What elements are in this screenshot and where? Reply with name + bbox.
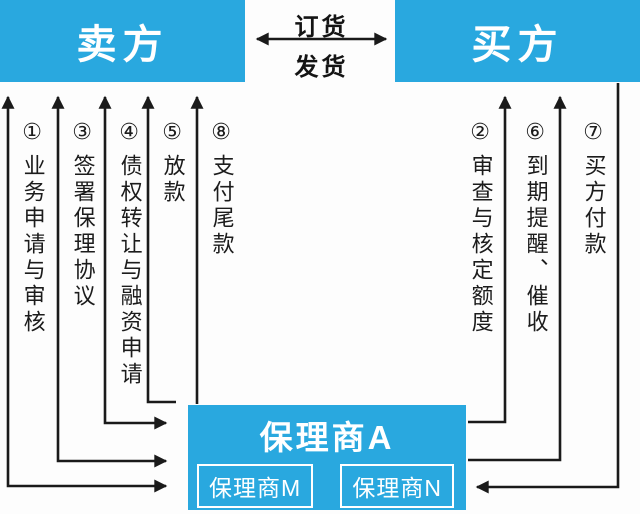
flow-text: 支付尾款 [209, 154, 235, 258]
factor-m-box: 保理商M [197, 464, 314, 508]
factor-n-box: 保理商N [340, 464, 454, 508]
flow-text: 债权转让与融资申请 [117, 154, 143, 388]
seller-label: 卖方 [76, 23, 169, 67]
arrow-flow-3 [51, 95, 168, 468]
factor-a-label: 保理商A [259, 419, 395, 456]
flow-number: ⑦ [581, 120, 607, 149]
flow-text: 到期提醒、催收 [523, 154, 549, 336]
flow-text: 买方付款 [581, 154, 607, 258]
flow-number: ③ [70, 120, 96, 149]
flow-label-4: ④ 债权转让与融资申请 [115, 120, 144, 388]
buyer-box: 买方 [395, 0, 640, 82]
flow-label-5: ⑤ 放款 [158, 120, 187, 206]
order-label: 订货 [294, 14, 349, 41]
flow-number: ② [468, 120, 494, 149]
flow-text: 签署保理协议 [70, 154, 96, 310]
flow-label-8: ⑧ 支付尾款 [207, 120, 236, 258]
flow-label-1: ① 业务申请与审核 [18, 120, 47, 336]
flow-text: 放款 [160, 154, 186, 206]
arrow-flow-4 [98, 95, 168, 430]
flow-label-6: ⑥ 到期提醒、催收 [521, 120, 550, 336]
factor-a-box: 保理商A 保理商M 保理商N [188, 405, 466, 510]
ship-label: 发货 [294, 54, 349, 81]
arrow-flow-5 [141, 95, 176, 404]
seller-box: 卖方 [0, 0, 245, 82]
flow-text: 审查与核定额度 [468, 154, 494, 336]
arrow-flow-1 [1, 95, 168, 493]
flow-number: ⑧ [209, 120, 235, 149]
buyer-label: 买方 [471, 23, 564, 67]
arrow-flow-6 [468, 95, 567, 462]
flow-number: ⑤ [160, 120, 186, 149]
factor-subs-row: 保理商M 保理商N [188, 459, 466, 508]
flow-number: ⑥ [523, 120, 549, 149]
flow-label-3: ③ 签署保理协议 [68, 120, 97, 310]
flow-label-2: ② 审查与核定额度 [466, 120, 495, 336]
arrow-flow-2 [468, 95, 512, 424]
flow-text: 业务申请与审核 [20, 154, 46, 336]
flow-number: ① [20, 120, 46, 149]
flow-number: ④ [117, 120, 143, 149]
flow-label-7: ⑦ 买方付款 [579, 120, 608, 258]
arrow-flow-7 [475, 83, 620, 494]
